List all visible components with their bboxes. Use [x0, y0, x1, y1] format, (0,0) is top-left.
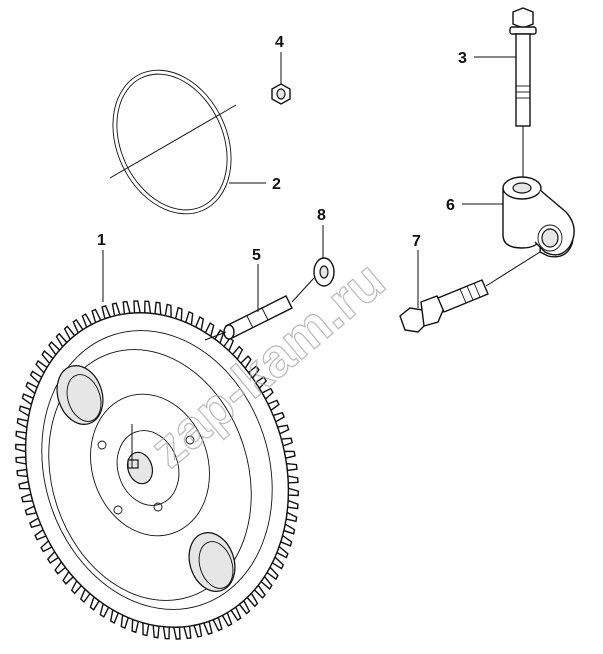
gear-tooth [15, 443, 27, 453]
gear-bolt-hole [97, 440, 107, 450]
gear-keyway [127, 459, 139, 469]
short-bolt-thread [466, 285, 474, 301]
long-bolt-head [512, 7, 534, 29]
gear-tooth [193, 623, 203, 638]
gear-tooth [15, 456, 27, 465]
o-ring-inner [116, 73, 228, 211]
short-bolt-thread [473, 282, 481, 298]
callout-3: 3 [458, 50, 467, 67]
shaft-groove [246, 315, 254, 329]
nut-hole [276, 88, 286, 100]
gear-part [15, 300, 299, 640]
gear-tooth [285, 511, 298, 523]
gear-hole-bottom-inner [198, 541, 234, 589]
bracket-side-bore-ring [537, 224, 563, 252]
washer-part [313, 257, 335, 287]
long-bolt-shank [515, 33, 531, 127]
gear-tooth [172, 626, 181, 640]
gear-tooth [143, 300, 152, 315]
nut-part [271, 83, 291, 105]
shaft-axis-left [204, 331, 227, 341]
bracket-part [502, 176, 575, 258]
gear-tooth [287, 475, 299, 484]
gear-bolt-hole [153, 502, 163, 512]
callout-7: 7 [412, 233, 421, 250]
gear-tooth [152, 624, 160, 639]
short-bolt-part [399, 251, 541, 333]
o-ring-axis [109, 104, 237, 179]
gear-tooth [15, 430, 28, 441]
long-bolt-flange [509, 26, 537, 35]
gear-tooth [16, 417, 29, 429]
gear-tooth [133, 300, 142, 314]
gear-rim-inner [41, 330, 273, 610]
shaft-axis-right [291, 277, 315, 303]
callout-1: 1 [97, 232, 106, 249]
bracket-side-bore [541, 228, 559, 248]
gear-tooth [16, 468, 29, 478]
gear-tooth [285, 462, 298, 472]
gear-tooth [287, 487, 299, 497]
gear-hub-outer [90, 393, 210, 537]
gear-tooth [154, 301, 162, 316]
shaft-part [204, 277, 315, 341]
short-bolt-axis [485, 251, 541, 287]
short-bolt-flange [420, 295, 445, 327]
gear-bolt-hole [113, 505, 123, 515]
gear-tooth [162, 625, 171, 640]
gear-tooth [122, 300, 131, 315]
o-ring-outer [112, 69, 232, 215]
leader-lines [102, 52, 516, 312]
bracket-top-bore [512, 182, 532, 194]
callouts: 1 2 3 4 5 6 7 8 [97, 34, 467, 264]
callout-5: 5 [252, 247, 261, 264]
gear-tooth [286, 499, 299, 510]
gear-tooth [183, 625, 192, 640]
callout-8: 8 [317, 207, 326, 224]
washer-hole [319, 265, 329, 279]
shaft-end [223, 324, 235, 340]
callout-4: 4 [275, 34, 284, 51]
callout-2: 2 [272, 176, 281, 193]
callout-6: 6 [446, 197, 455, 214]
long-bolt-part [509, 7, 537, 180]
gear-tooth [111, 302, 121, 317]
shaft-groove [261, 307, 269, 321]
gear-bolt-hole [185, 435, 195, 445]
o-ring-part [109, 69, 237, 215]
gear-web [48, 349, 252, 601]
gear-hub-inner [116, 430, 180, 506]
gear-hole-top-inner [66, 374, 102, 422]
short-bolt-thread [459, 288, 467, 304]
